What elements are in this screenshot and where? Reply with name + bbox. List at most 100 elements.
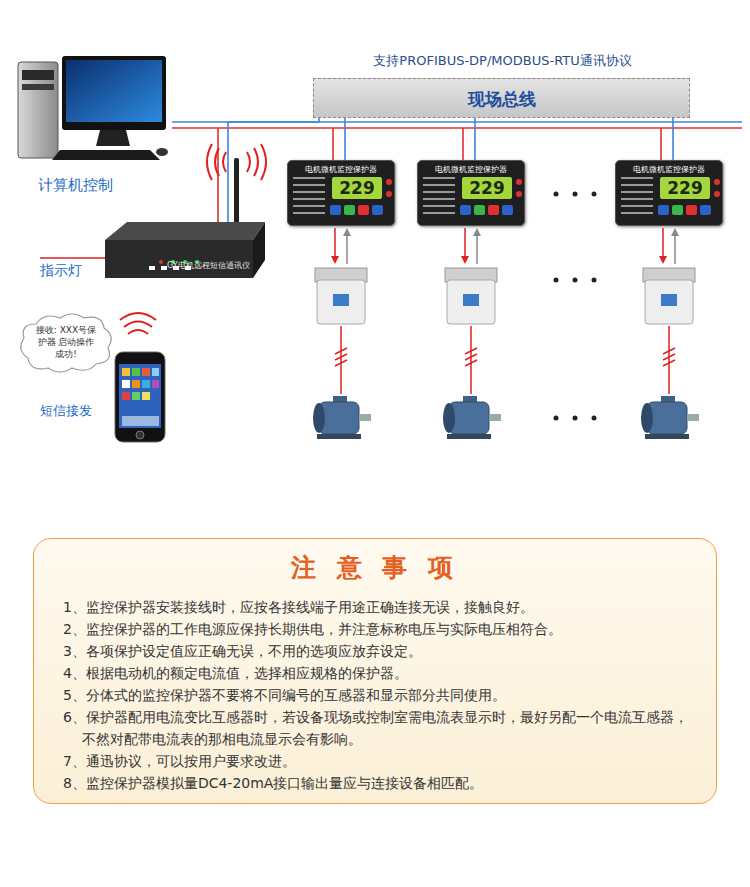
protector-legend-mark	[621, 191, 653, 193]
power-wire	[340, 326, 342, 394]
app-icon	[132, 392, 140, 400]
wire-slash	[465, 354, 477, 360]
pc-keyboard	[52, 150, 160, 160]
app-icon	[132, 368, 140, 376]
bus-line	[172, 121, 742, 123]
contactor-body	[447, 280, 495, 324]
motor-end	[313, 403, 325, 433]
protector-legend-mark	[621, 184, 653, 186]
protector-legend-mark	[423, 177, 455, 179]
protector-legend-mark	[293, 184, 325, 186]
branch	[443, 228, 501, 439]
protector-button	[658, 205, 669, 215]
note-item: 8、监控保护器模拟量DC4-20mA接口输出量应与连接设备相匹配。	[63, 772, 699, 794]
node-title: 接收: XXX号保护器 启动操作成功!	[34, 324, 98, 360]
protector-button	[488, 205, 499, 215]
motor-protector: 电机微机监控保护器229	[615, 160, 723, 226]
app-icon	[122, 392, 130, 400]
protector-legend-mark	[423, 198, 455, 200]
ellipsis-dot	[592, 278, 597, 283]
bus-connector	[672, 118, 674, 160]
motor-shaft	[359, 414, 371, 421]
node-title: GY电机远程短信通讯仪	[167, 260, 257, 271]
motor-end	[443, 403, 455, 433]
protector-lamp	[386, 179, 392, 185]
message-bubble: 接收: XXX号保护器 启动操作成功!	[16, 310, 116, 376]
wire-slash	[663, 348, 675, 354]
wire-slash	[663, 360, 675, 366]
feedback-arrow	[346, 230, 348, 264]
wire-slash	[465, 360, 477, 366]
app-icon	[152, 368, 159, 376]
protector-button	[502, 205, 513, 215]
branch	[313, 228, 371, 439]
radio-wave	[247, 152, 250, 172]
protector-button	[686, 205, 697, 215]
band-label: 现场总线	[314, 79, 689, 119]
bus-drop	[332, 128, 334, 160]
motor-shaft	[687, 414, 699, 421]
app-icon	[152, 380, 159, 388]
bus-drop	[660, 128, 662, 160]
contactor-window	[333, 294, 349, 306]
bus-line	[172, 127, 742, 129]
protector-button	[358, 205, 369, 215]
phone-screen	[119, 364, 161, 428]
phone-dock	[122, 416, 159, 426]
protector-legend-mark	[293, 205, 325, 207]
lcd-reading: 229	[660, 177, 710, 199]
protector-legend-mark	[423, 205, 455, 207]
branch	[641, 228, 699, 439]
contactor-window	[661, 294, 677, 306]
app-icon	[122, 380, 130, 388]
protector-lamp	[714, 179, 720, 185]
note-item: 2、监控保护器的工作电源应保持长期供电，并注意标称电压与实际电压相符合。	[63, 618, 699, 640]
protector-button	[344, 205, 355, 215]
motor-shaft	[489, 414, 501, 421]
note-item: 6、保护器配用电流变比互感器时，若设备现场或控制室需电流表显示时，最好另配一个电…	[63, 706, 699, 750]
protector-legend-mark	[423, 191, 455, 193]
note-item: 7、通迅协议，可以按用户要求改进。	[63, 750, 699, 772]
gsm-device: GY电机远程短信通讯仪	[105, 222, 265, 282]
fieldbus-band: 支持PROFIBUS-DP/MODBUS-RTU通讯协议现场总线	[313, 78, 690, 118]
device-shape	[105, 222, 265, 282]
power-wire	[668, 326, 670, 394]
caption-label: 短信接发	[40, 402, 92, 420]
node-title: 电机微机监控保护器	[418, 164, 524, 175]
control-arrow	[662, 228, 664, 262]
contactor-window	[463, 294, 479, 306]
note-item: 3、各项保护设定值应正确无误，不用的选项应放弃设定。	[63, 640, 699, 662]
caption-label: 指示灯	[40, 262, 82, 280]
pc-monitor	[62, 56, 166, 130]
protocol-heading: 支持PROFIBUS-DP/MODBUS-RTU通讯协议	[294, 52, 711, 70]
caption-label: 计算机控制	[38, 176, 113, 195]
indicator-led	[149, 266, 155, 270]
wire-slash	[335, 348, 347, 354]
protector-legend-mark	[621, 198, 653, 200]
radio-wave	[261, 144, 266, 180]
phone-body	[115, 352, 165, 442]
radio-wave	[254, 148, 258, 176]
pc-tower	[18, 62, 58, 158]
pc-stand	[96, 130, 130, 146]
protector-lamp	[714, 191, 720, 197]
protector-legend-mark	[293, 198, 325, 200]
node-title: 电机微机监控保护器	[288, 164, 394, 175]
protector-legend-mark	[293, 177, 325, 179]
feedback-arrow	[476, 230, 478, 264]
wire-slash	[663, 354, 675, 360]
ellipsis-dot	[592, 192, 597, 197]
wire-slash	[465, 348, 477, 354]
protector-legend-mark	[621, 212, 653, 214]
ellipsis-dot	[554, 192, 559, 197]
indicator-led	[159, 260, 163, 264]
notes-box: 注 意 事 项1、监控保护器安装接线时，应按各接线端子用途正确连接无误，接触良好…	[33, 538, 717, 804]
bubble-outline	[21, 314, 111, 372]
indicator-led	[161, 266, 167, 270]
app-icon	[142, 392, 150, 400]
contactor-body	[645, 280, 693, 324]
bus-connector	[474, 118, 476, 160]
motor-protector: 电机微机监控保护器229	[417, 160, 525, 226]
protector-button	[460, 205, 471, 215]
